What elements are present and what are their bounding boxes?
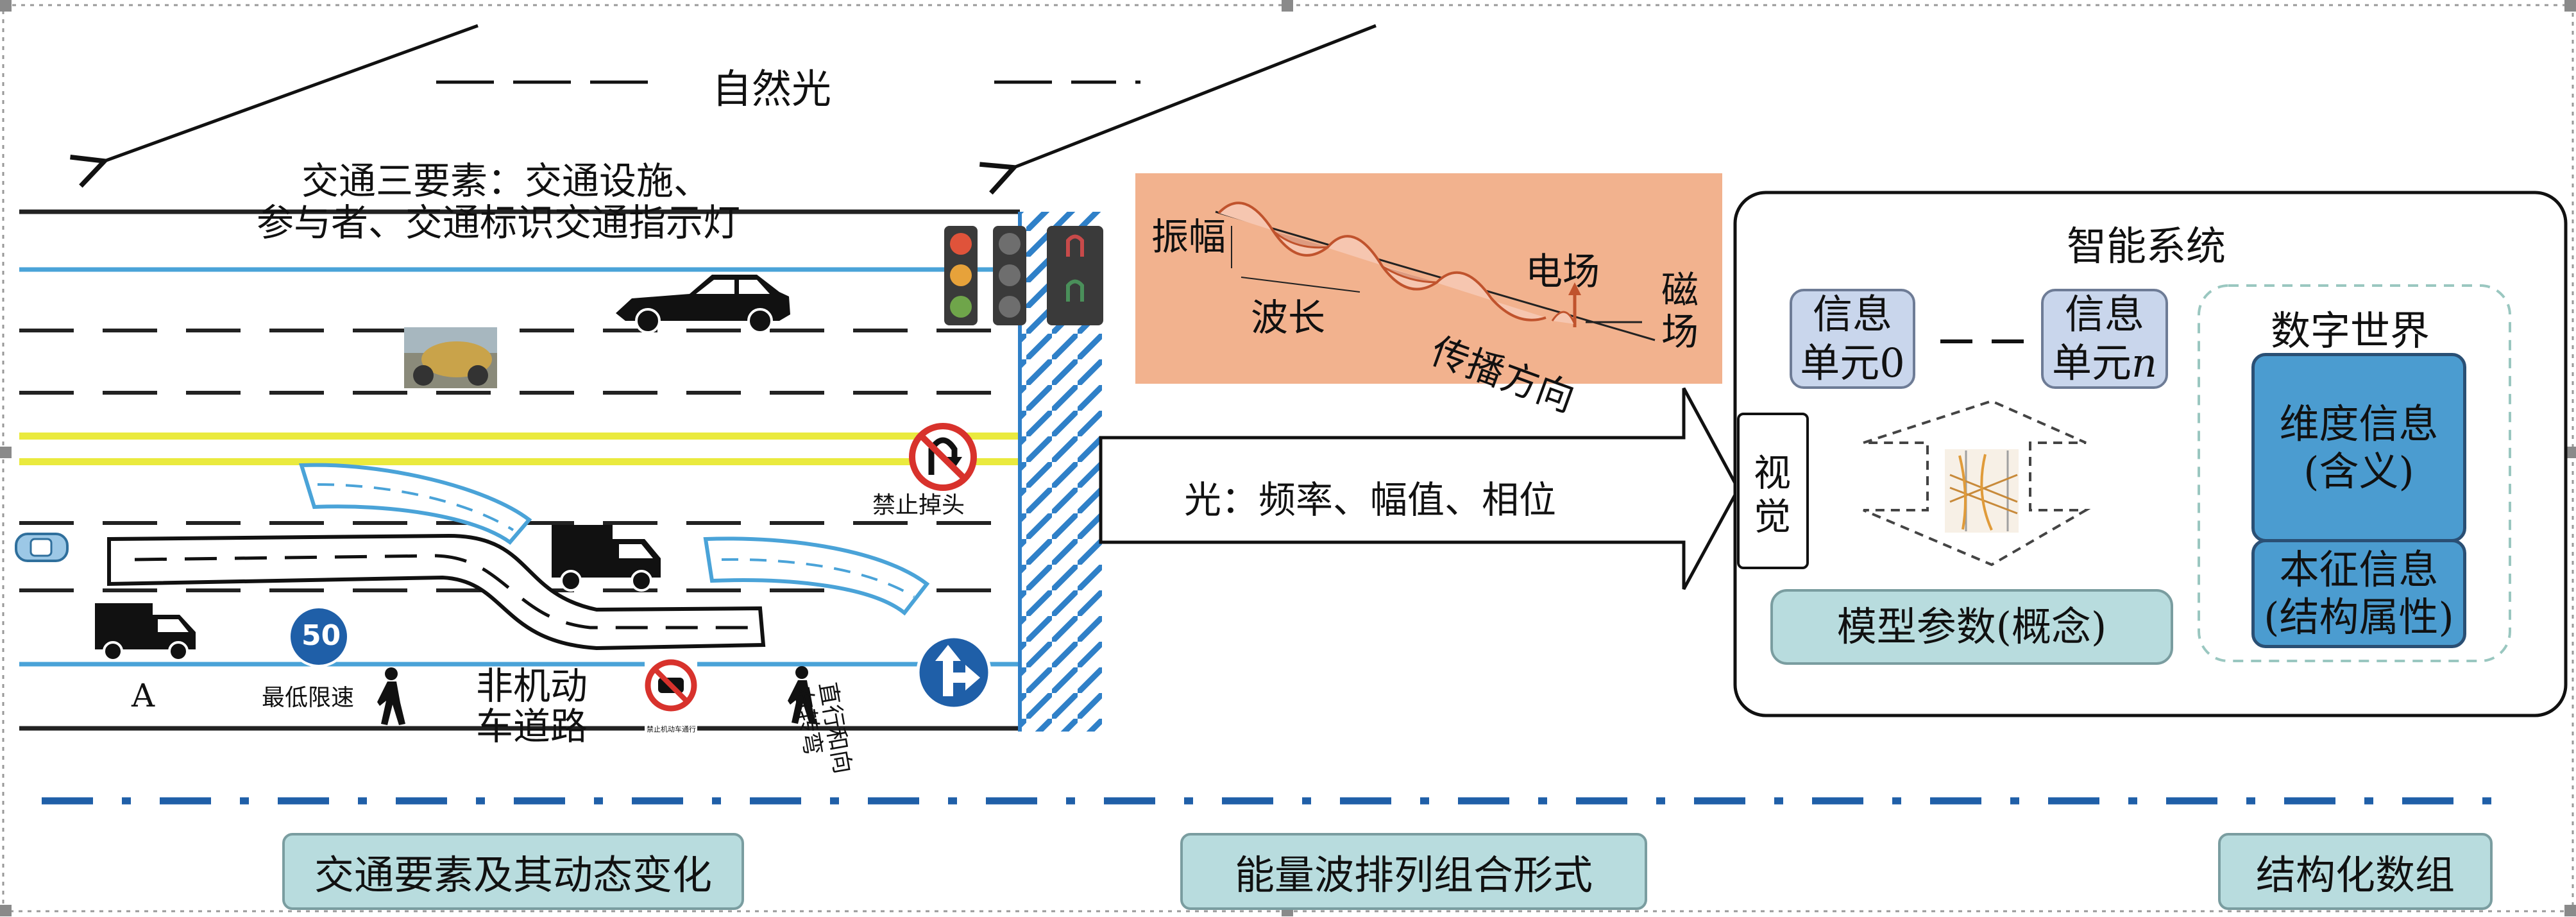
frame-handle — [2564, 0, 2576, 12]
structured-array-panel: 结构化数组 — [2218, 833, 2493, 910]
traffic-light-uturn — [1047, 226, 1103, 325]
no-motor-sign-caption: 禁止机动车通行 — [647, 725, 696, 733]
info-unit-n: 信息 单元n — [2041, 289, 2168, 389]
traffic-light-2 — [993, 226, 1026, 325]
motorcycle-photo — [404, 327, 497, 388]
light-properties-label: 光：频率、幅值、相位 — [1184, 478, 1557, 522]
dimension-info-line2: (含义) — [2303, 447, 2414, 495]
em-wave — [1215, 201, 1656, 341]
info-unit-n-line1: 信息 — [2064, 291, 2144, 338]
model-params-box: 模型参数(概念) — [1770, 589, 2173, 665]
frame-handle — [2564, 905, 2576, 916]
intrinsic-info-line2: (结构属性) — [2264, 594, 2454, 640]
vision-box — [1737, 413, 1809, 569]
intrinsic-info-line1: 本征信息 — [2279, 546, 2439, 593]
info-unit-0-line2: 单元0 — [1800, 339, 1905, 386]
dimension-info-line1: 维度信息 — [2279, 400, 2439, 447]
traffic-elements-label: 交通要素及其动态变化 — [314, 852, 712, 898]
blue-curve-arrow — [298, 463, 532, 545]
road-title-line2: 参与者、交通标识交通指示灯 — [257, 201, 741, 244]
road-scene — [19, 209, 1102, 732]
info-unit-n-prefix: 单元 — [2052, 339, 2132, 386]
light-ray-arrow — [103, 24, 479, 162]
frame-handle — [0, 447, 12, 458]
frame-handle — [1282, 0, 1293, 12]
digital-world-label: 数字世界 — [2271, 307, 2430, 354]
frame-handle — [0, 0, 12, 12]
wavelength-label: 波长 — [1251, 296, 1326, 339]
no-uturn-sign — [909, 423, 977, 491]
truck-middle — [552, 525, 661, 592]
energy-wave-label: 能量波排列组合形式 — [1234, 852, 1593, 898]
model-params-label: 模型参数(概念) — [1836, 603, 2107, 650]
digital-world-box — [2198, 284, 2511, 662]
pedestrian-icon — [788, 666, 816, 724]
intelligent-system-title: 智能系统 — [2067, 223, 2226, 270]
truck-left — [95, 603, 196, 662]
traffic-elements-panel: 交通要素及其动态变化 — [282, 833, 744, 910]
model-double-arrow — [1863, 399, 2091, 567]
info-unit-n-line2: 单元n — [2052, 339, 2157, 388]
natural-light-label: 自然光 — [712, 65, 832, 112]
info-unit-0-line1: 信息 — [1812, 291, 1892, 338]
intrinsic-info-box: 本征信息 (结构属性) — [2251, 539, 2466, 648]
magnetic-field-label-1: 磁 — [1661, 268, 1699, 312]
speed-sign-value: 50 — [301, 619, 341, 652]
vision-label-1: 视 — [1754, 451, 1792, 495]
blue-curve-arrow — [703, 536, 930, 616]
road-title-line1: 交通三要素：交通设施、 — [301, 159, 711, 203]
structured-array-label: 结构化数组 — [2255, 852, 2455, 898]
min-speed-sign — [288, 606, 350, 667]
no-uturn-label: 禁止掉头 — [872, 492, 965, 518]
non-motor-road-line1: 非机动 — [476, 664, 588, 708]
amplitude-label: 振幅 — [1151, 215, 1226, 259]
wave-panel-bg — [1135, 173, 1722, 384]
light-ray-arrow — [1012, 24, 1377, 168]
vision-label-2: 觉 — [1754, 495, 1792, 538]
light-arrow-right — [1099, 387, 1740, 590]
electric-field-label: 电场 — [1525, 250, 1600, 293]
magnetic-field-label-2: 场 — [1661, 310, 1699, 354]
traffic-light-1 — [944, 226, 978, 325]
no-motor-vehicle-sign — [645, 658, 697, 738]
small-blue-car — [15, 533, 69, 562]
pedestrian-icon — [377, 667, 405, 725]
sedan-car — [616, 275, 790, 334]
energy-wave-panel: 能量波排列组合形式 — [1180, 833, 1647, 910]
info-unit-n-index: n — [2131, 339, 2157, 386]
non-motor-road-line2: 车道路 — [476, 705, 588, 748]
dimension-info-box: 维度信息 (含义) — [2251, 353, 2466, 542]
curved-lane-shape — [107, 533, 766, 651]
info-unit-0: 信息 单元0 — [1790, 289, 1915, 389]
point-a-label: A — [131, 677, 155, 714]
model-inner-graphic — [1945, 449, 2019, 533]
min-speed-label: 最低限速 — [262, 685, 355, 711]
frame-handle — [0, 905, 12, 916]
straight-right-sign — [916, 635, 992, 710]
